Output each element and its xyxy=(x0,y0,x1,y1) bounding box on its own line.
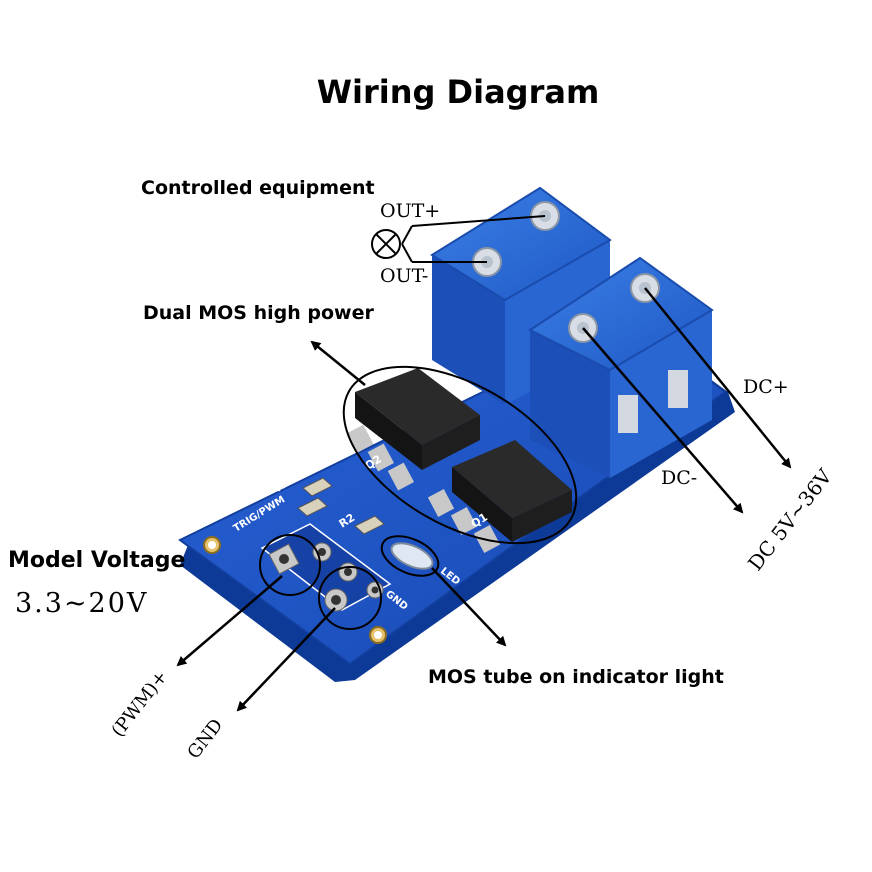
label-controlled-equipment: Controlled equipment xyxy=(141,177,375,199)
arrow-pwm xyxy=(176,575,283,667)
arrow-dual-mos xyxy=(310,340,366,386)
pwm-pin-circle xyxy=(259,534,321,596)
label-model-voltage: Model Voltage xyxy=(8,548,185,573)
led-indicator xyxy=(390,542,434,570)
label-dc-range: DC 5V~36V xyxy=(743,464,837,575)
label-out-minus: OUT- xyxy=(380,265,428,287)
screw-terminal-dc xyxy=(527,256,714,478)
label-dc-minus: DC- xyxy=(661,467,697,489)
arrow-gnd xyxy=(236,607,336,712)
mosfet-q2 xyxy=(347,368,480,491)
arrow-dc-plus xyxy=(644,287,792,469)
label-indicator: MOS tube on indicator light xyxy=(428,666,724,688)
mosfet-q1 xyxy=(427,440,572,553)
resistor-r3 xyxy=(297,497,328,517)
resistor-r1 xyxy=(302,477,333,497)
label-pwm-plus: (PWM)+ xyxy=(107,667,172,742)
controlled-equipment-symbol xyxy=(371,215,546,263)
label-gnd: GND xyxy=(183,715,227,763)
diagram-title: Wiring Diagram xyxy=(317,73,600,111)
led-highlight-circle xyxy=(380,535,440,577)
label-dc-plus: DC+ xyxy=(743,376,789,398)
resistor-r2 xyxy=(354,515,385,535)
label-out-plus: OUT+ xyxy=(380,200,440,222)
label-dual-mos: Dual MOS high power xyxy=(143,302,374,324)
arrow-led xyxy=(431,567,507,647)
header-pins xyxy=(260,523,392,612)
gnd-pin-circle xyxy=(318,566,382,630)
label-model-voltage-value: 3.3~20V xyxy=(15,588,148,619)
arrow-dc-minus xyxy=(582,327,744,514)
mosfet-highlight-circle xyxy=(342,365,578,545)
